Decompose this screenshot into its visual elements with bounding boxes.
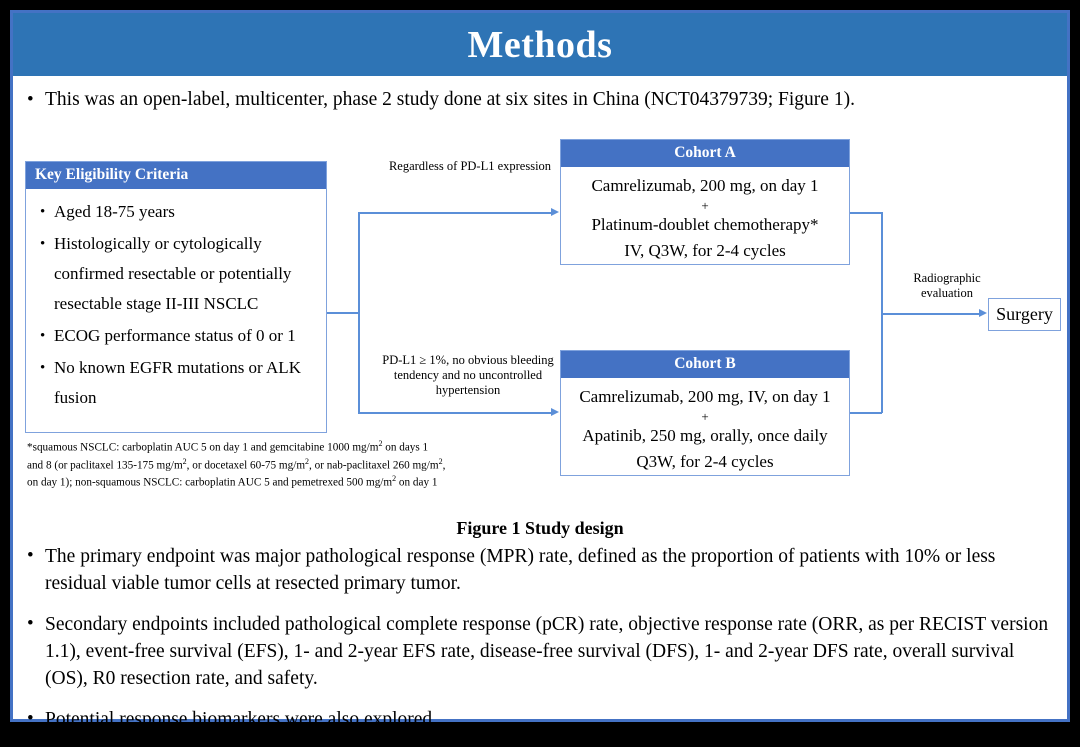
- cohort-a-line-1: Camrelizumab, 200 mg, on day 1: [591, 176, 819, 195]
- cohort-a-line-2: Platinum-doublet chemotherapy*: [591, 215, 819, 234]
- bullet-row: • Potential response biomarkers were als…: [19, 706, 1061, 733]
- connector-split-vertical: [358, 212, 360, 413]
- secondary-endpoints-text: Secondary endpoints included pathologica…: [45, 614, 1049, 689]
- connector-to-surgery: [881, 313, 981, 315]
- cohort-b-plus: +: [701, 409, 709, 424]
- arrow-to-surgery-icon: [979, 309, 987, 317]
- bullet-marker-icon: •: [40, 360, 46, 376]
- bullet-marker-icon: •: [27, 545, 34, 566]
- bullet-marker-icon: •: [27, 89, 34, 110]
- footnote-superscript: 2: [305, 456, 310, 466]
- list-item: • Histologically or cytologically confir…: [30, 229, 320, 319]
- cohort-b-header: Cohort B: [561, 351, 849, 378]
- cohort-b-box: Cohort B Camrelizumab, 200 mg, IV, on da…: [560, 350, 850, 476]
- branch-label-top: Regardless of PD-L1 expression: [388, 159, 552, 173]
- slide-canvas: Methods • This was an open-label, multic…: [10, 10, 1070, 730]
- connector-branch-top: [358, 212, 552, 214]
- bullet-row: • The primary endpoint was major patholo…: [19, 543, 1061, 597]
- footnote-part-5: , on day 1); non-squamous NSCLC: carbopl…: [27, 459, 446, 490]
- figure-caption: Figure 1 Study design: [456, 518, 624, 538]
- intro-bullet: • This was an open-label, multicenter, p…: [19, 87, 1059, 113]
- page-title: Methods: [467, 23, 613, 66]
- bullet-marker-icon: •: [40, 204, 46, 220]
- footnote-superscript: 2: [438, 456, 443, 466]
- biomarkers-text: Potential response biomarkers were also …: [45, 709, 438, 730]
- intro-bullet-text: This was an open-label, multicenter, pha…: [45, 89, 855, 110]
- arrow-to-cohort-b-icon: [551, 408, 559, 416]
- connector-merge-vertical: [881, 212, 883, 413]
- connector-cohort-a-out: [850, 212, 882, 214]
- primary-endpoint-text: The primary endpoint was major pathologi…: [45, 546, 996, 594]
- surgery-box: Surgery: [988, 298, 1061, 331]
- eligibility-item-text: ECOG performance status of 0 or 1: [54, 326, 296, 345]
- cohort-a-header: Cohort A: [561, 140, 849, 167]
- endpoints-bullet-list: • The primary endpoint was major patholo…: [19, 543, 1061, 747]
- bullet-row: • This was an open-label, multicenter, p…: [19, 87, 1059, 113]
- study-design-figure: Key Eligibility Criteria • Aged 18-75 ye…: [13, 123, 1067, 503]
- list-item: • No known EGFR mutations or ALK fusion: [30, 353, 320, 413]
- connector-trunk-left: [327, 312, 359, 314]
- footnote-part-1: *squamous NSCLC: carboplatin AUC 5 on da…: [27, 441, 379, 454]
- connector-cohort-b-out: [850, 412, 882, 414]
- cohort-b-line-1: Camrelizumab, 200 mg, IV, on day 1: [579, 387, 831, 406]
- eligibility-item-text: Histologically or cytologically confirme…: [54, 234, 292, 313]
- eligibility-list: • Aged 18-75 years • Histologically or c…: [26, 189, 326, 413]
- bullet-marker-icon: •: [40, 328, 46, 344]
- cohort-b-body: Camrelizumab, 200 mg, IV, on day 1 + Apa…: [561, 378, 849, 481]
- slide-title-bar: Methods: [13, 13, 1067, 76]
- cohort-b-line-3: Q3W, for 2-4 cycles: [636, 452, 774, 471]
- cohort-a-body: Camrelizumab, 200 mg, on day 1 + Platinu…: [561, 167, 849, 270]
- cohort-b-line-2: Apatinib, 250 mg, orally, once daily: [582, 426, 828, 445]
- footnote-part-6: on day 1: [396, 477, 438, 490]
- footnote-part-4: , or nab-paclitaxel 260 mg/m: [309, 459, 439, 472]
- eligibility-item-text: Aged 18-75 years: [54, 202, 175, 221]
- footnote-superscript: 2: [392, 474, 397, 484]
- cohort-a-line-3: IV, Q3W, for 2-4 cycles: [624, 241, 786, 260]
- bullet-marker-icon: •: [40, 236, 46, 252]
- bullet-marker-icon: •: [27, 613, 34, 634]
- cohort-a-plus: +: [701, 198, 709, 213]
- chemotherapy-footnote: *squamous NSCLC: carboplatin AUC 5 on da…: [27, 437, 447, 490]
- branch-label-bottom: PD-L1 ≥ 1%, no obvious bleeding tendency…: [382, 353, 554, 397]
- footnote-part-3: , or docetaxel 60-75 mg/m: [186, 459, 306, 472]
- arrow-to-cohort-a-icon: [551, 208, 559, 216]
- connector-branch-bottom: [358, 412, 552, 414]
- footnote-superscript: 2: [182, 456, 187, 466]
- eligibility-header: Key Eligibility Criteria: [26, 162, 326, 189]
- list-item: • ECOG performance status of 0 or 1: [30, 321, 320, 351]
- bullet-row: • Secondary endpoints included pathologi…: [19, 611, 1061, 692]
- footnote-part-2: on days 1 and 8 (or paclitaxel 135-175 m…: [27, 441, 429, 472]
- list-item: • Aged 18-75 years: [30, 197, 320, 227]
- eligibility-criteria-box: Key Eligibility Criteria • Aged 18-75 ye…: [25, 161, 327, 433]
- branch-label-radiographic-evaluation: Radiographic evaluation: [913, 271, 981, 300]
- bullet-marker-icon: •: [27, 708, 34, 729]
- cohort-a-box: Cohort A Camrelizumab, 200 mg, on day 1 …: [560, 139, 850, 265]
- surgery-label: Surgery: [996, 304, 1053, 324]
- eligibility-item-text: No known EGFR mutations or ALK fusion: [54, 358, 301, 407]
- footnote-superscript: 2: [378, 439, 383, 448]
